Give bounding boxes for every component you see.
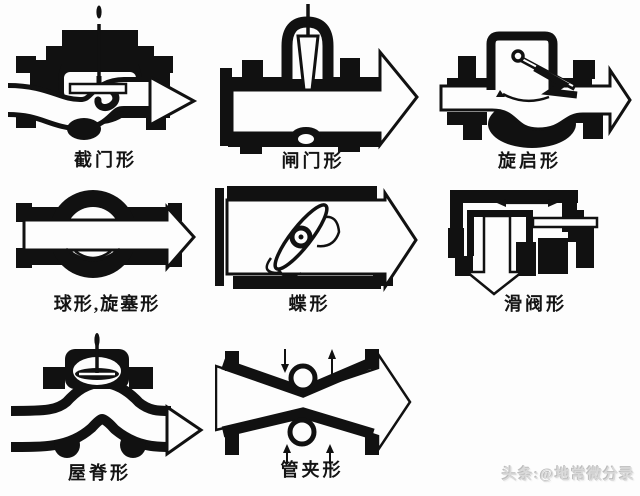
slide-valve-schematic [448, 190, 599, 296]
valve-ball-plug [0, 175, 210, 293]
ball-flow-arrow [22, 203, 197, 273]
valve-slide [440, 180, 630, 330]
ridge-disc [75, 368, 119, 380]
gate-wedge [296, 34, 320, 92]
label-gate: 闸门形 [281, 151, 345, 171]
pinch-squeeze-arrows [281, 349, 336, 464]
butterfly-disc [265, 203, 341, 278]
swing-flapper [496, 49, 578, 103]
gate-seat [291, 127, 321, 145]
ridge-flow-arrowhead [165, 404, 204, 457]
globe-disc [68, 76, 128, 95]
gate-flow-arrow [230, 47, 419, 150]
valve-ridge [5, 333, 205, 465]
valve-butterfly [215, 180, 440, 298]
label-swing-check: 旋启形 [498, 151, 561, 171]
label-butterfly: 蝶形 [288, 294, 331, 314]
butterfly-body [215, 186, 393, 289]
pinch-roller-top [288, 363, 318, 393]
valve-gate [210, 0, 430, 158]
label-slide: 滑阀形 [504, 294, 567, 314]
ridge-flow-channel [10, 387, 172, 442]
globe-stem [96, 5, 102, 78]
ball-seat-arcs [65, 247, 121, 262]
ridge-stem [94, 333, 100, 373]
pinch-valve-schematic [215, 349, 412, 464]
valve-globe [0, 2, 210, 148]
label-ball-plug: 球形,旋塞形 [53, 294, 161, 314]
swing-check-valve-schematic [439, 31, 632, 148]
globe-valve-schematic [7, 5, 198, 140]
ridge-valve-schematic [10, 333, 204, 458]
watermark: 头条:@地常微分录 [502, 467, 635, 483]
pinch-roller-bottom [287, 417, 317, 447]
label-globe: 截门形 [74, 150, 137, 170]
butterfly-valve-schematic [215, 186, 418, 292]
pinch-flanges [225, 349, 379, 455]
slide-flow-arrow [463, 214, 526, 296]
slide-rod [531, 216, 599, 229]
swing-bonnet [486, 31, 558, 90]
globe-flow-arrow [7, 74, 198, 140]
ball-plug-valve-schematic [16, 190, 197, 278]
label-ridge: 屋脊形 [68, 463, 131, 483]
valve-swing-check [425, 0, 640, 152]
slide-travel-arrow [497, 199, 557, 207]
valve-pinch [215, 345, 425, 465]
label-pinch: 管夹形 [280, 460, 344, 480]
gate-valve-schematic [220, 4, 419, 154]
